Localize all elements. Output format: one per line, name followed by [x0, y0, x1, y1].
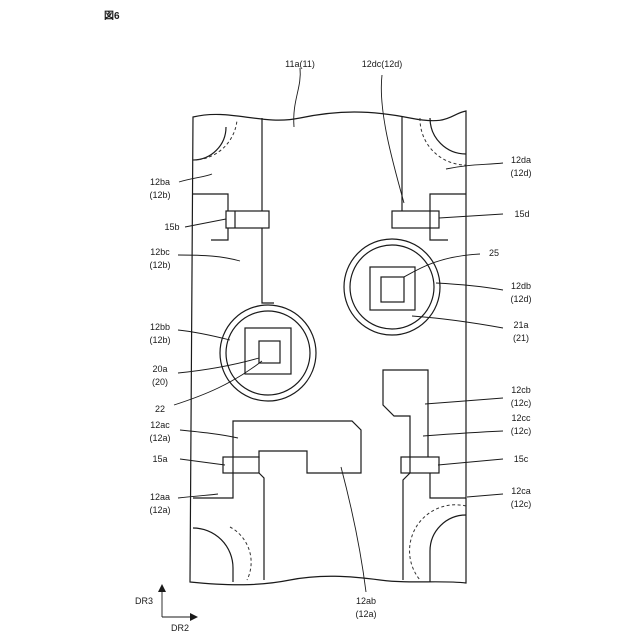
- label-12cc: 12cc: [511, 413, 531, 423]
- label-21a: 21a: [513, 320, 528, 330]
- leader-12ca: [467, 494, 503, 497]
- label-12db-parent: (12d): [510, 294, 531, 304]
- label-12bc: 12bc: [150, 247, 170, 257]
- pad-15b: [226, 211, 269, 228]
- label-12da-parent: (12d): [510, 168, 531, 178]
- figure-title: 図6: [104, 10, 120, 22]
- arrow-right-icon: [190, 613, 198, 621]
- arrow-up-icon: [158, 584, 166, 592]
- label-12bb: 12bb: [150, 322, 170, 332]
- leader-12ac: [180, 430, 238, 438]
- leader-12bb: [178, 330, 230, 340]
- conductor-12da: [430, 194, 466, 211]
- pad-15d: [392, 211, 439, 228]
- label-22: 22: [155, 404, 165, 414]
- conductor-12bc-left: [211, 228, 228, 240]
- label-15d: 15d: [514, 209, 529, 219]
- leader-12db: [436, 283, 503, 290]
- leader-12dc: [381, 75, 404, 203]
- label-12ab-parent: (12a): [355, 609, 376, 619]
- label-12ac-parent: (12a): [149, 433, 170, 443]
- via-ring-21a-outer: [344, 239, 440, 335]
- leader-12cb: [425, 398, 503, 404]
- label-12ca-parent: (12c): [511, 499, 532, 509]
- leader-15b: [185, 219, 226, 227]
- label-12db: 12db: [511, 281, 531, 291]
- label-12ca: 12ca: [511, 486, 531, 496]
- label-20a-parent: (20): [152, 377, 168, 387]
- label-15a: 15a: [152, 454, 167, 464]
- label-12da: 12da: [511, 155, 531, 165]
- leader-15c: [438, 459, 503, 465]
- label-12ac: 12ac: [150, 420, 170, 430]
- label-15b: 15b: [164, 222, 179, 232]
- label-12aa: 12aa: [150, 492, 170, 502]
- corner-arc-12ba: [193, 127, 226, 160]
- label-dr3: DR3: [135, 596, 153, 606]
- label-12ba-parent: (12b): [149, 190, 170, 200]
- label-12cc-parent: (12c): [511, 426, 532, 436]
- label-12bb-parent: (12b): [149, 335, 170, 345]
- conductor-12db: [430, 228, 448, 240]
- leader-15d: [439, 214, 503, 218]
- label-12bc-parent: (12b): [149, 260, 170, 270]
- corner-arc-12da: [430, 118, 466, 154]
- leader-12ba: [179, 174, 212, 182]
- pad-15a: [223, 457, 259, 473]
- leader-12ab: [341, 467, 366, 592]
- conductor-12ca: [430, 473, 466, 498]
- corner-arc-12aa: [193, 528, 233, 582]
- pad-15c: [401, 457, 439, 473]
- corner-dash-12ba: [193, 120, 237, 160]
- conductor-12aa-right: [259, 473, 264, 580]
- via-ring-20a-outer: [220, 305, 316, 401]
- label-20a: 20a: [152, 364, 167, 374]
- label-12dc: 12dc(12d): [362, 59, 403, 69]
- direction-axes-icon: [158, 584, 198, 621]
- label-12aa-parent: (12a): [149, 505, 170, 515]
- label-21a-parent: (21): [513, 333, 529, 343]
- label-11a: 11a(11): [285, 59, 315, 69]
- leader-12bc: [178, 255, 240, 261]
- leader-12cc: [423, 431, 503, 436]
- label-dr2: DR2: [171, 623, 189, 633]
- conductor-12bc-lower: [262, 228, 274, 303]
- label-12cb: 12cb: [511, 385, 531, 395]
- label-25: 25: [489, 248, 499, 258]
- conductor-12ba: [193, 194, 228, 211]
- label-12ba: 12ba: [150, 177, 170, 187]
- conductor-12cb: [383, 370, 428, 458]
- conductor-12ca-left: [403, 473, 410, 580]
- corner-dash-12da: [420, 118, 466, 165]
- label-15c: 15c: [514, 454, 529, 464]
- leader-15a: [180, 459, 225, 465]
- corner-arc-12ca: [430, 515, 466, 582]
- label-12cb-parent: (12c): [511, 398, 532, 408]
- label-12ab: 12ab: [356, 596, 376, 606]
